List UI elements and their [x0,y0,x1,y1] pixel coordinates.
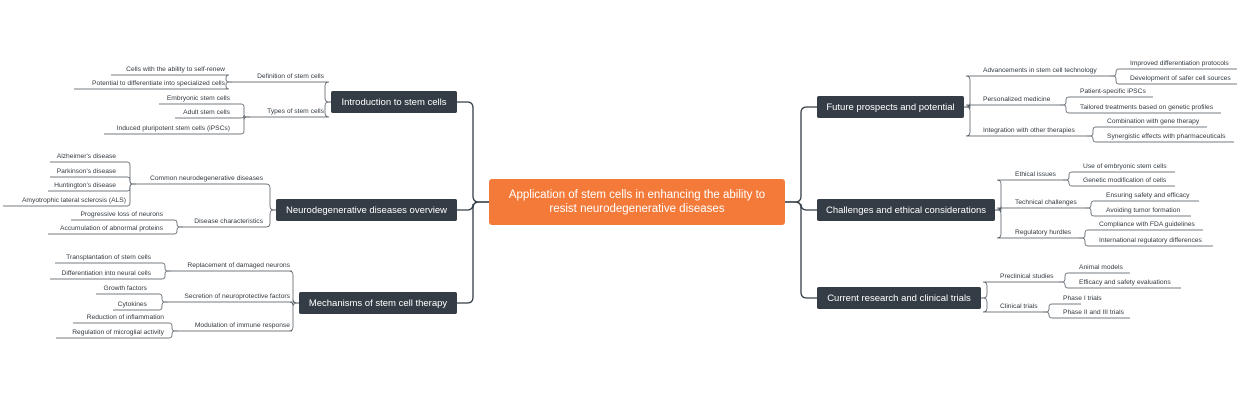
leaf-connector [74,81,232,90]
leaf-label[interactable]: Efficacy and safety evaluations [1079,279,1171,286]
subtopic-label[interactable]: Replacement of damaged neurons [187,262,290,269]
leaf-label[interactable]: Adult stem cells [183,109,230,116]
leaf-label[interactable]: Induced pluripotent stem cells (iPSCs) [116,125,230,132]
leaf-connector [1060,104,1221,114]
leaf-connector [48,226,183,235]
root-branch-connector [785,201,817,299]
root-branch-connector [457,201,489,304]
leaf-label[interactable]: Tailored treatments based on genetic pro… [1080,104,1214,111]
sub-connector [250,101,331,118]
leaf-connector [113,301,168,311]
sub-connector [981,297,1043,313]
leaf-connector [1059,281,1181,289]
branch-topic[interactable]: Introduction to stem cells [331,91,457,113]
subtopic-label[interactable]: Secretion of neuroprotective factors [184,293,290,300]
subtopic-label[interactable]: Advancements in stem cell technology [983,67,1097,74]
subtopic-label[interactable]: Modulation of immune response [194,322,290,329]
leaf-connector [1110,75,1237,85]
leaf-connector [50,270,171,280]
subtopic-label[interactable]: Disease characteristics [194,218,263,225]
leaf-label[interactable]: Avoiding tumor formation [1106,207,1181,214]
branch-topic[interactable]: Current research and clinical trials [817,287,981,309]
branch-topic[interactable]: Future prospects and potential [817,96,964,118]
leaf-label[interactable]: Genetic modification of cells [1083,177,1167,184]
sub-connector [232,81,331,103]
leaf-label[interactable]: Progressive loss of neurons [80,211,163,218]
leaf-label[interactable]: Phase I trials [1063,295,1102,302]
leaf-connector [1043,311,1130,319]
subtopic-label[interactable]: Technical challenges [1015,199,1077,206]
subtopic-label[interactable]: Personalized medicine [983,96,1051,103]
root-topic[interactable]: Application of stem cells in enhancing t… [489,179,785,225]
sub-connector [964,106,1087,137]
leaf-label[interactable]: Potential to differentiate into speciali… [92,80,225,87]
leaf-label[interactable]: Embryonic stem cells [166,95,230,102]
root-branch-connector [785,106,817,203]
branch-topic[interactable]: Mechanisms of stem cell therapy [299,292,457,314]
sub-connector [136,183,276,211]
leaf-label[interactable]: Patient-specific iPSCs [1080,88,1146,95]
leaf-label[interactable]: Improved differentiation protocols [1130,60,1229,67]
leaf-label[interactable]: Animal models [1079,264,1123,271]
leaf-label[interactable]: Huntington's disease [54,182,116,189]
leaf-label[interactable]: Cytokines [117,301,147,308]
leaf-connector [56,330,178,339]
leaf-label[interactable]: Regulation of microglial activity [72,329,164,336]
leaf-label[interactable]: Cells with the ability to self-renew [126,66,225,73]
subtopic-label[interactable]: Regulatory hurdles [1015,229,1072,236]
subtopic-label[interactable]: Clinical trials [1000,303,1038,310]
leaf-connector [1063,179,1175,187]
leaf-label[interactable]: Phase II and III trials [1063,309,1124,316]
branch-topic[interactable]: Challenges and ethical considerations [817,199,995,221]
leaf-label[interactable]: Ensuring safety and efficacy [1106,192,1190,199]
leaf-connector [104,116,250,135]
leaf-connector [1087,135,1234,143]
leaf-label[interactable]: Synergistic effects with pharmaceuticals [1107,133,1226,140]
leaf-connector [1079,237,1213,247]
leaf-label[interactable]: Growth factors [103,285,147,292]
leaf-label[interactable]: Compliance with FDA guidelines [1099,221,1195,228]
subtopic-label[interactable]: Integration with other therapies [983,127,1075,134]
leaf-label[interactable]: Combination with gene therapy [1107,118,1200,125]
subtopic-label[interactable]: Common neurodegenerative diseases [149,175,263,182]
subtopic-label[interactable]: Definition of stem cells [257,73,324,80]
leaf-label[interactable]: Accumulation of abnormal proteins [60,225,163,232]
leaf-label[interactable]: Reduction of inflammation [86,314,164,321]
leaf-label[interactable]: Parkinson's disease [56,168,116,175]
leaf-label[interactable]: Development of safer cell sources [1130,75,1231,82]
leaf-label[interactable]: Differentiation into neural cells [61,270,151,277]
leaf-label[interactable]: Use of embryonic stem cells [1083,163,1167,170]
sub-connector [183,209,276,228]
branch-topic[interactable]: Neurodegenerative diseases overview [276,199,457,221]
sub-connector [995,209,1079,239]
leaf-label[interactable]: Alzheimer's disease [56,153,116,160]
root-branch-connector [457,101,489,203]
sub-connector [981,281,1059,299]
leaf-label[interactable]: International regulatory differences [1099,237,1202,244]
sub-connector [178,302,299,332]
leaf-label[interactable]: Transplantation of stem cells [66,254,151,261]
leaf-label[interactable]: Amyotrophic lateral sclerosis (ALS) [21,197,126,204]
leaf-connector [1085,207,1191,217]
subtopic-label[interactable]: Ethical issues [1015,171,1056,178]
leaf-connector [3,183,136,207]
subtopic-label[interactable]: Preclinical studies [1000,273,1054,280]
subtopic-label[interactable]: Types of stem cells [267,108,324,115]
